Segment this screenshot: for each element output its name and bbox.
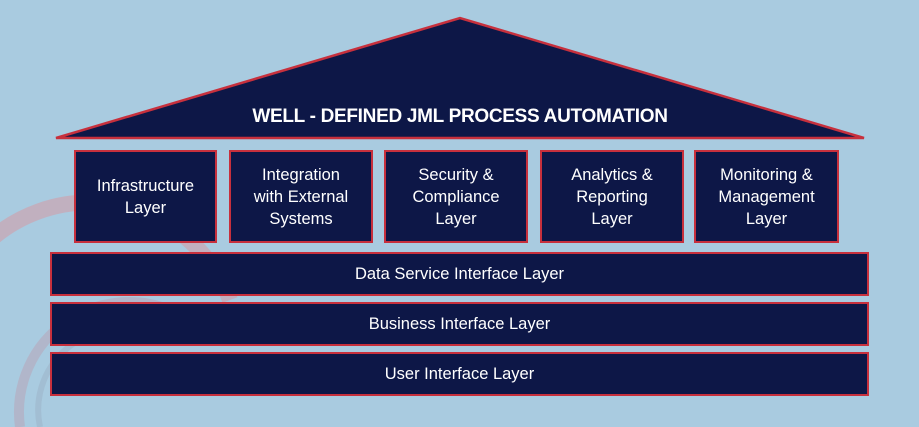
pillar-analytics-reporting-layer: Analytics & Reporting Layer [540,150,684,243]
pillar-security-compliance-layer: Security & Compliance Layer [384,150,528,243]
layer-user-interface: User Interface Layer [50,352,869,396]
layer-data-service-interface: Data Service Interface Layer [50,252,869,296]
pillar-label: Integration with External Systems [253,165,349,228]
layer-business-interface: Business Interface Layer [50,302,869,346]
layer-label: Business Interface Layer [368,314,551,333]
roof-title: WELL - DEFINED JML PROCESS AUTOMATION [252,106,668,127]
pillar-label: Monitoring & Management Layer [718,165,815,228]
pillar-label: Infrastructure Layer [96,176,195,217]
layer-label: User Interface Layer [384,364,535,383]
pillar-monitoring-management-layer: Monitoring & Management Layer [694,150,839,243]
pillar-integration-external-systems: Integration with External Systems [229,150,373,243]
pillar-label: Analytics & Reporting Layer [571,165,653,228]
pillar-infrastructure-layer: Infrastructure Layer [74,150,217,243]
layer-label: Data Service Interface Layer [354,264,565,283]
pillar-label: Security & Compliance Layer [412,165,500,228]
